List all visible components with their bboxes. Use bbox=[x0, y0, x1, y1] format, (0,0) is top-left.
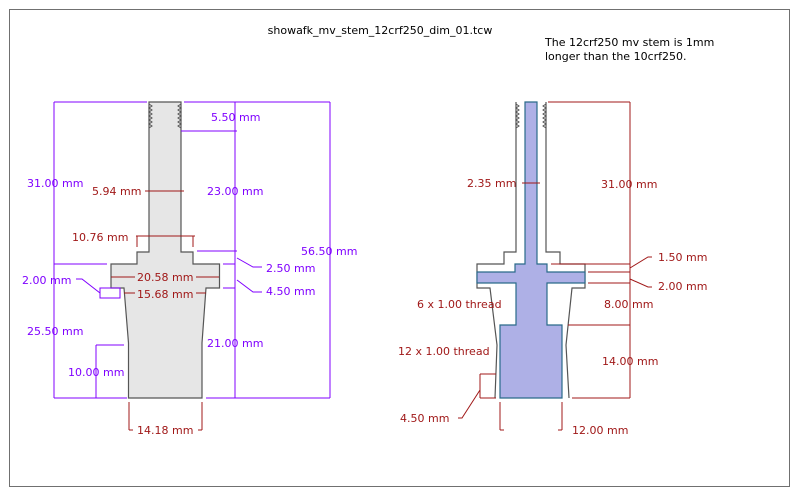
dim-stem-diameter: 5.94 mm bbox=[92, 185, 141, 198]
dim-thread-length: 5.50 mm bbox=[211, 111, 260, 124]
drawing-frame bbox=[9, 9, 790, 487]
dim-large-thread-length: 14.00 mm bbox=[602, 355, 658, 368]
dim-straight-length: 10.00 mm bbox=[68, 366, 124, 379]
left-dimension-lines bbox=[53, 101, 331, 431]
dim-small-thread-length: 8.00 mm bbox=[604, 298, 653, 311]
dim-step-diameter: 10.76 mm bbox=[72, 231, 128, 244]
dim-stem-length: 23.00 mm bbox=[207, 185, 263, 198]
right-dimension-lines bbox=[458, 101, 652, 431]
left-stem-part bbox=[110, 101, 221, 399]
right-section-part bbox=[476, 101, 586, 399]
dim-groove: 2.00 mm bbox=[22, 274, 71, 287]
note-line-2: longer than the 10crf250. bbox=[545, 50, 687, 63]
dim-overall-length: 56.50 mm bbox=[301, 245, 357, 258]
dim-base-diameter-right: 12.00 mm bbox=[572, 424, 628, 437]
dim-disc-offset: 1.50 mm bbox=[658, 251, 707, 264]
dim-bore-diameter: 2.35 mm bbox=[467, 177, 516, 190]
label-small-thread: 6 x 1.00 thread bbox=[417, 298, 502, 311]
dim-groove-diameter: 15.68 mm bbox=[137, 288, 193, 301]
cavity bbox=[476, 101, 586, 399]
dim-31-left: 31.00 mm bbox=[27, 177, 83, 190]
drawing-title: showafk_mv_stem_12crf250_dim_01.tcw bbox=[268, 24, 493, 37]
label-large-thread: 12 x 1.00 thread bbox=[398, 345, 490, 358]
dim-flange-diameter: 20.58 mm bbox=[137, 271, 193, 284]
note-line-1: The 12crf250 mv stem is 1mm bbox=[544, 36, 714, 49]
dim-31-right: 31.00 mm bbox=[601, 178, 657, 191]
dim-base-diameter-left: 14.18 mm bbox=[137, 424, 193, 437]
dim-flange-offset: 4.50 mm bbox=[266, 285, 315, 298]
dim-lower-length: 25.50 mm bbox=[27, 325, 83, 338]
dim-body-length: 21.00 mm bbox=[207, 337, 263, 350]
dim-step-height: 2.50 mm bbox=[266, 262, 315, 275]
dim-disc-thickness: 2.00 mm bbox=[658, 280, 707, 293]
dim-skirt-length: 4.50 mm bbox=[400, 412, 449, 425]
